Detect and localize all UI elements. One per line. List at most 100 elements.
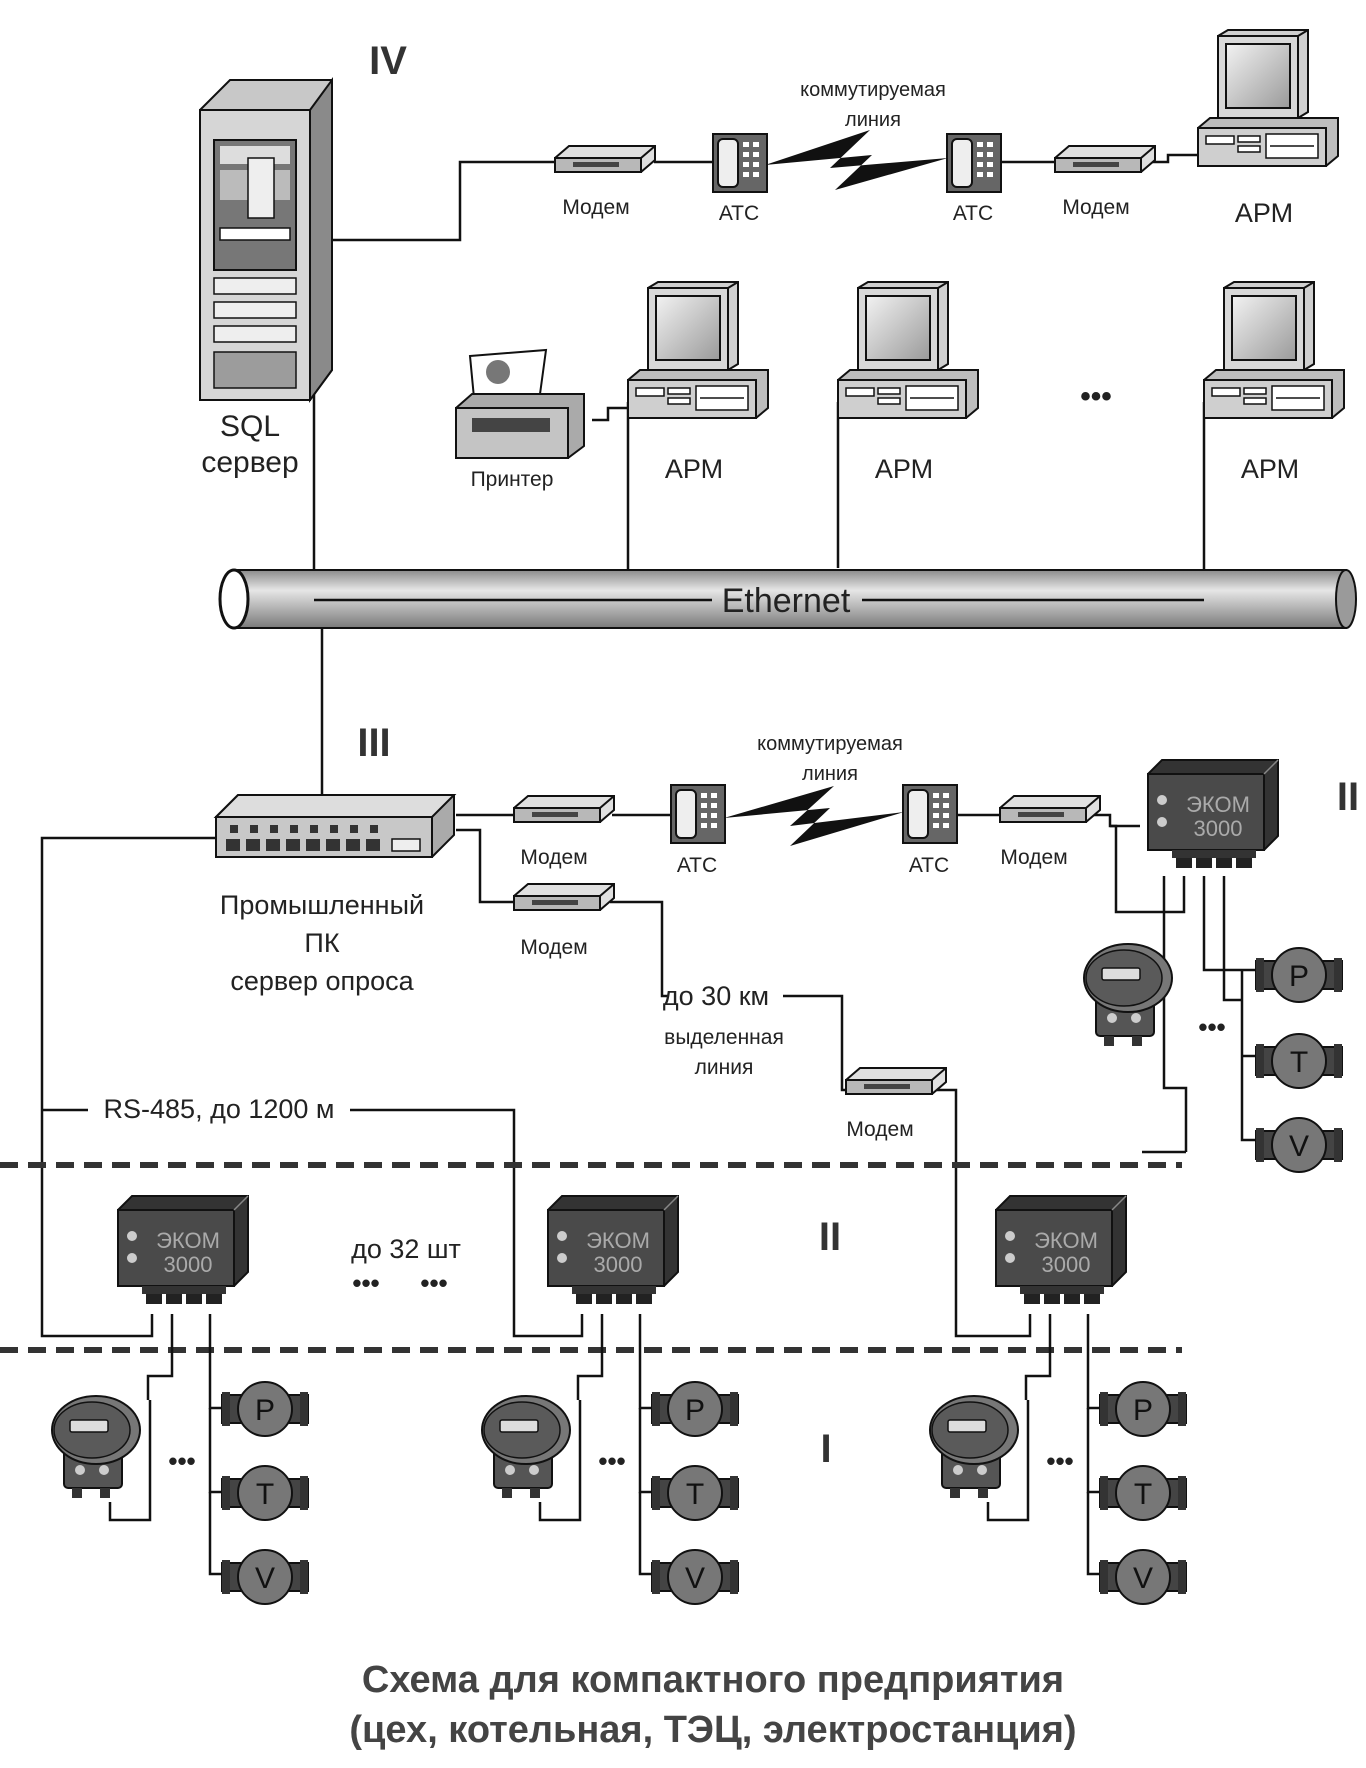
industrial-pc-label-line3: сервер опроса [230,966,414,996]
modem-label: Модем [520,846,587,869]
svg-text:3000: 3000 [1042,1252,1091,1277]
switched-line-mid-line2: линия [802,763,858,785]
modem-icon [999,795,1101,823]
modem-label: Модем [1062,196,1129,219]
ats-label: АТС [677,854,717,877]
svg-text:ЭКОМ: ЭКОМ [156,1228,220,1253]
pressure-sensor-icon: P [1255,947,1343,1003]
ekom-controller-icon: ЭКОМ 3000 [547,1195,679,1305]
caption-line1: Схема для компактного предприятия [362,1659,1064,1701]
svg-text:3000: 3000 [594,1252,643,1277]
svg-text:T: T [1290,1046,1308,1079]
caption-line2: (цех, котельная, ТЭЦ, электростанция) [349,1709,1076,1751]
modem-icon [513,795,615,823]
ethernet-bus: Ethernet [218,568,1357,630]
temperature-sensor-icon: T [221,1465,309,1521]
modem-label: Модем [562,196,629,219]
pressure-sensor-icon: P [1099,1381,1187,1437]
more-meters-ellipsis: ••• [598,1446,625,1476]
ats-icon [946,133,1002,193]
ats-icon [902,784,958,844]
level-iv-label: IV [369,39,407,83]
temperature-sensor-icon: T [651,1465,739,1521]
volume-sensor-icon: V [1099,1549,1187,1605]
svg-text:P: P [255,1394,275,1427]
more-meters-ellipsis: ••• [1046,1446,1073,1476]
workstation-label: АРМ [1241,454,1299,484]
svg-text:3000: 3000 [164,1252,213,1277]
workstation-icon [1203,281,1345,419]
workstation-label: АРМ [1235,198,1293,228]
ekom-controller-icon: ЭКОМ 3000 [1147,759,1279,869]
switched-line-top-line2: линия [845,109,901,131]
flow-meter-icon [929,1395,1019,1499]
ats-label: АТС [909,854,949,877]
workstation-icon [627,281,769,419]
sql-server-label-line1: SQL [220,410,280,443]
temperature-sensor-icon: T [1255,1033,1343,1089]
more-workstations-ellipsis: ••• [1080,380,1112,413]
workstation-icon [1197,29,1339,167]
printer-label: Принтер [471,468,554,491]
svg-text:3000: 3000 [1194,816,1243,841]
flow-meter-icon [51,1395,141,1499]
industrial-pc-label-line1: Промышленный [220,890,424,920]
workstation-label: АРМ [665,454,723,484]
industrial-pc-icon [213,794,457,858]
volume-sensor-icon: V [221,1549,309,1605]
more-controllers-ellipsis: ••• [352,1268,379,1298]
pressure-sensor-icon: P [651,1381,739,1437]
ekom-controller-icon: ЭКОМ 3000 [117,1195,249,1305]
workstation-icon [837,281,979,419]
more-controllers-ellipsis: ••• [420,1268,447,1298]
ats-label: АТС [953,202,993,225]
modem-icon [1054,145,1156,173]
ats-label: АТС [719,202,759,225]
switched-line-top-line1: коммутируемая [800,79,946,101]
svg-text:P: P [685,1394,705,1427]
svg-text:ЭКОМ: ЭКОМ [1034,1228,1098,1253]
svg-text:T: T [686,1478,704,1511]
rs485-label: RS-485, до 1200 м [104,1094,335,1124]
switched-line-mid-line1: коммутируемая [757,733,903,755]
svg-text:P: P [1133,1394,1153,1427]
svg-text:V: V [1289,1130,1309,1163]
sql-server-label-line2: сервер [201,446,298,479]
flow-meter-icon [1083,943,1173,1047]
more-meters-ellipsis: ••• [1198,1012,1225,1042]
flow-meter-icon [481,1395,571,1499]
workstation-label: АРМ [875,454,933,484]
industrial-pc-label-line2: ПК [304,928,339,958]
volume-sensor-icon: V [651,1549,739,1605]
modem-label: Модем [846,1118,913,1141]
svg-text:T: T [256,1478,274,1511]
modem-label: Модем [520,936,587,959]
level-i-label: I [820,1427,831,1471]
level-ii-mid-label: II [819,1215,841,1259]
switched-line-top-icon [765,130,948,190]
sql-server-icon [199,76,333,404]
level-iii-label: III [357,721,390,765]
temperature-sensor-icon: T [1099,1465,1187,1521]
ats-icon [712,133,768,193]
svg-text:T: T [1134,1478,1152,1511]
modem-icon [845,1067,947,1095]
pressure-sensor-icon: P [221,1381,309,1437]
ekom-controller-icon: ЭКОМ 3000 [995,1195,1127,1305]
switched-line-mid-icon [724,786,904,846]
level-ii-right-label: II [1337,775,1359,819]
svg-text:V: V [1133,1562,1153,1595]
volume-sensor-icon: V [1255,1117,1343,1173]
svg-text:ЭКОМ: ЭКОМ [586,1228,650,1253]
more-meters-ellipsis: ••• [168,1446,195,1476]
modem-label: Модем [1000,846,1067,869]
svg-text:V: V [685,1562,705,1595]
ethernet-label: Ethernet [722,582,851,620]
svg-text:P: P [1289,960,1309,993]
modem-icon [513,883,615,911]
dedicated-line-label-line2: линия [695,1056,754,1079]
modem-icon [554,145,656,173]
svg-text:ЭКОМ: ЭКОМ [1186,792,1250,817]
printer-icon [455,348,585,459]
